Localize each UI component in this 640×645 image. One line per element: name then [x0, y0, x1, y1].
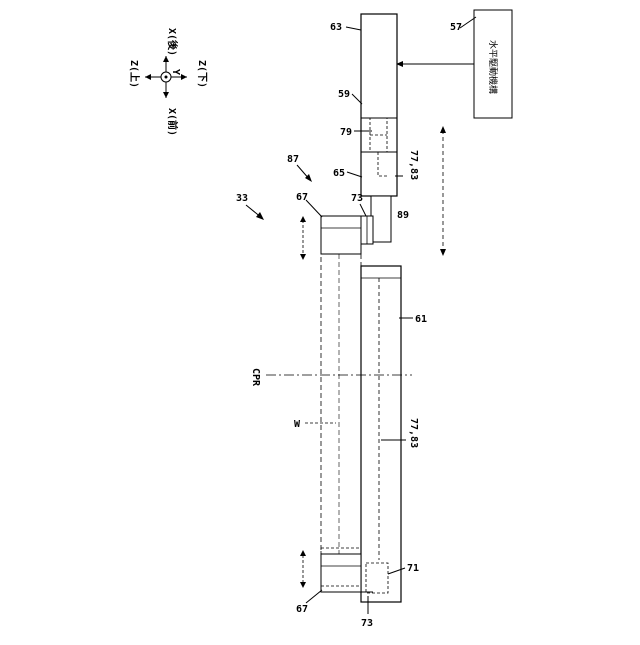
- ref-cpr: CPR: [250, 368, 261, 387]
- gripper-top: 67 73: [296, 192, 373, 260]
- beam-61: 61 77,83: [361, 266, 427, 602]
- connector-89: 89: [371, 196, 409, 242]
- ref-71: 71: [407, 563, 419, 574]
- travel-arrow: [440, 126, 446, 256]
- workpiece-w: W: [294, 254, 361, 554]
- ref-67-top: 67: [296, 192, 308, 203]
- ref-63: 63: [330, 22, 342, 33]
- ref-59: 59: [338, 89, 350, 100]
- drive-body: 63 59 79 65 77,83: [330, 14, 419, 196]
- ref-79: 79: [340, 127, 352, 138]
- ref-33: 33: [236, 193, 248, 204]
- ref-61: 61: [415, 314, 427, 325]
- axis-z-down-label: Z(下): [196, 60, 208, 88]
- ref-73-top: 73: [351, 193, 363, 204]
- ref-w: W: [294, 419, 301, 430]
- ref-89: 89: [397, 210, 409, 221]
- ref-67-bottom: 67: [296, 604, 308, 615]
- ref-87: 87: [287, 154, 299, 165]
- axis-x-back-label: X(後): [166, 28, 179, 56]
- axis-y-label: Y: [170, 69, 181, 75]
- ref-73-bottom: 73: [361, 618, 373, 629]
- mechanism-label: 水平駆動機構: [487, 40, 499, 94]
- axis-x-front-label: X(前): [166, 108, 179, 136]
- axis-z-up-label: Z(上): [128, 60, 141, 88]
- ref-65: 65: [333, 168, 345, 179]
- ref-77-83-top: 77,83: [408, 150, 419, 180]
- horizontal-drive-mechanism: 水平駆動機構 57: [396, 10, 512, 118]
- axis-indicator: X(後) X(前) Z(上) Z(下) Y: [128, 28, 208, 136]
- ref-77-83-mid: 77,83: [408, 418, 419, 448]
